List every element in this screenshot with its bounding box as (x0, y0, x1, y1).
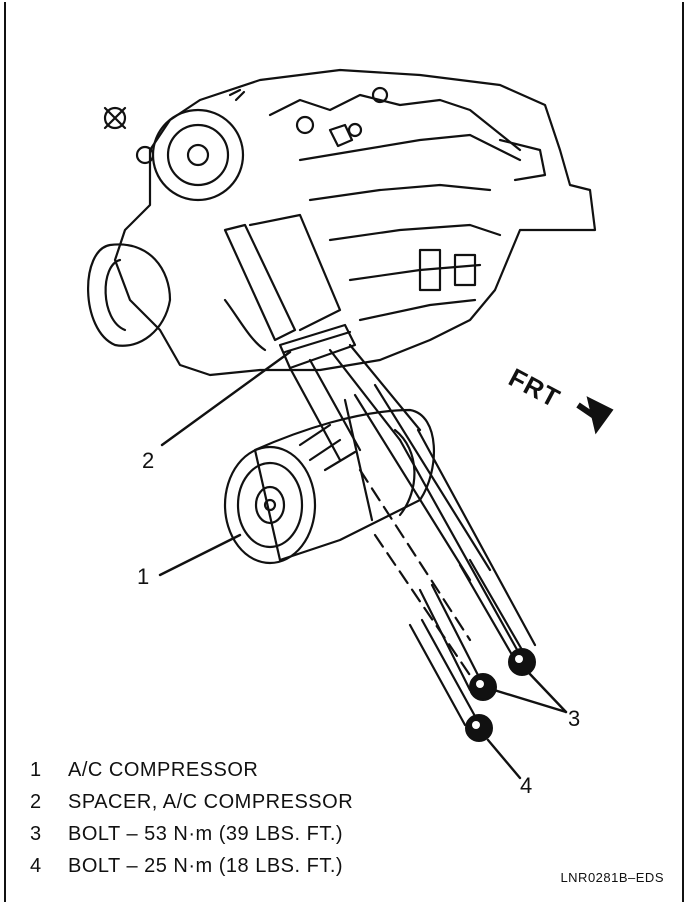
legend-number: 2 (30, 790, 42, 813)
page-frame (4, 2, 684, 902)
engine-block-outline (113, 68, 597, 377)
legend-text: BOLT – 53 N·m (39 LBS. FT.) (68, 822, 344, 845)
lower-pulley (87, 243, 172, 347)
leader-line-2 (160, 350, 292, 447)
legend-number: 3 (30, 822, 42, 845)
leader-line-3a (526, 670, 568, 714)
compressor-clutch (223, 445, 317, 565)
legend-text: SPACER, A/C COMPRESSOR (68, 790, 354, 813)
legend-item: 2 SPACER, A/C COMPRESSOR (30, 786, 353, 818)
leader-line-4 (486, 738, 522, 780)
legend-item: 1 A/C COMPRESSOR (30, 754, 353, 786)
legend-text: BOLT – 25 N·m (18 LBS. FT.) (68, 854, 344, 877)
arrow-down-right-icon (576, 396, 614, 435)
bolt-head-4 (465, 714, 493, 742)
sensor-icon (103, 106, 127, 130)
compressor-body (253, 408, 435, 562)
leader-line-1 (158, 533, 242, 577)
bolt-head-3a (508, 648, 536, 676)
leader-line-3b (492, 688, 568, 714)
bolt-head-3b (469, 673, 497, 701)
callout-4: 4 (520, 773, 533, 798)
legend-number: 4 (30, 854, 42, 877)
mounting-bracket (223, 223, 297, 342)
callout-2: 2 (142, 448, 155, 473)
upper-pulley (151, 108, 245, 202)
callout-3: 3 (568, 706, 581, 731)
spacer (278, 323, 357, 370)
legend-number: 1 (30, 758, 42, 781)
callout-1: 1 (137, 564, 150, 589)
figure-code: LNR0281B–EDS (560, 870, 664, 885)
legend-item: 4 BOLT – 25 N·m (18 LBS. FT.) (30, 850, 353, 882)
legend-text: A/C COMPRESSOR (68, 758, 259, 781)
legend-item: 3 BOLT – 53 N·m (39 LBS. FT.) (30, 818, 353, 850)
